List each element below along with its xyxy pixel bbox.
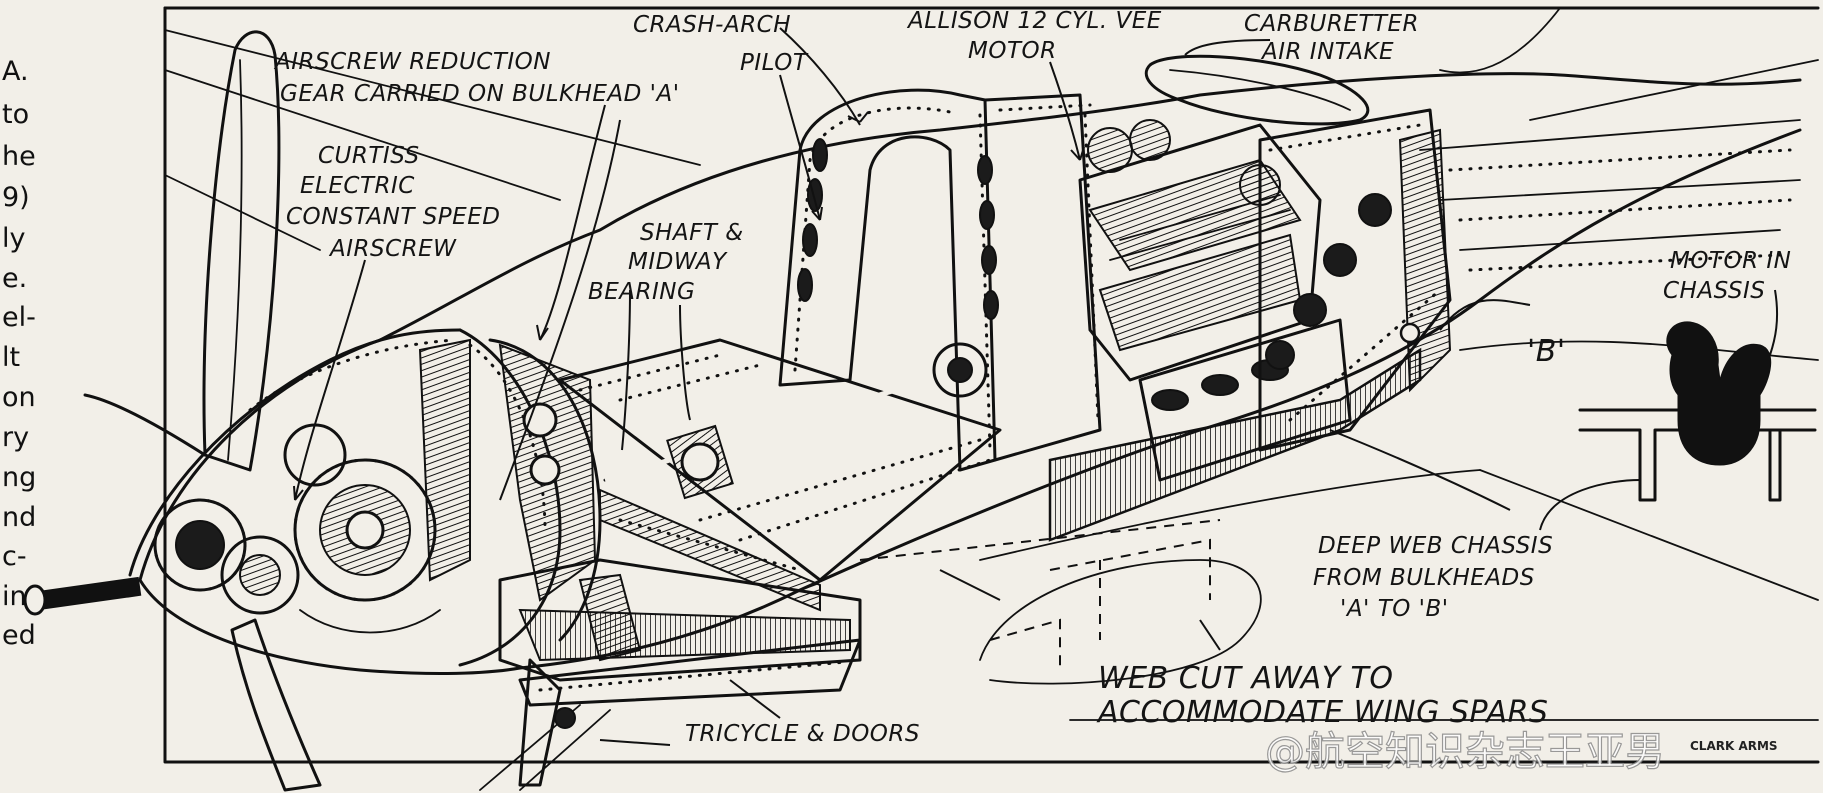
label-pilot: PILOT — [740, 50, 809, 76]
illustration-frame — [163, 6, 1820, 764]
side-text-line: c- — [2, 541, 27, 572]
deep-web-chassis — [1048, 108, 1452, 542]
wing-outline — [164, 7, 1819, 721]
lower-duct — [498, 558, 862, 682]
propeller — [83, 30, 322, 792]
label-carburettor-line2: AIR INTAKE — [1260, 39, 1394, 65]
label-curtiss-line3: CONSTANT SPEED — [286, 204, 500, 230]
side-text-line: el- — [2, 302, 36, 333]
label-bulkhead-b: 'B' — [1527, 334, 1566, 369]
side-text-line: e. — [2, 263, 27, 294]
label-shaft-line2: MIDWAY — [628, 249, 728, 275]
side-text-line: nd — [2, 502, 36, 533]
watermark: @航空知识杂志王亚男 — [1265, 729, 1665, 775]
side-text-column: A. to he 9) ly e. el- lt on ry ng nd c- … — [2, 56, 36, 651]
side-text-line: ly — [2, 223, 26, 254]
side-text-line: in — [2, 581, 27, 612]
tricycle-gear — [479, 638, 862, 791]
bulkhead-a — [488, 338, 602, 642]
label-curtiss-line4: AIRSCREW — [328, 236, 457, 262]
label-motor-chassis-line1: MOTOR IN — [1670, 248, 1791, 274]
drive-shaft — [603, 342, 988, 500]
side-text-line: ng — [2, 462, 36, 493]
artist-credit: CLARK ARMS — [1690, 739, 1778, 753]
callout-labels: CRASH-ARCH ALLISON 12 CYL. VEE MOTOR CAR… — [273, 8, 1791, 747]
side-text-line: 9) — [2, 182, 30, 213]
label-allison-line2: MOTOR — [968, 38, 1057, 64]
label-curtiss-line2: ELECTRIC — [300, 173, 415, 199]
label-deep-web-line1: DEEP WEB CHASSIS — [1318, 533, 1553, 559]
side-text-line: lt — [2, 342, 20, 373]
side-text-line: ed — [2, 620, 36, 651]
label-reduction-line1: AIRSCREW REDUCTION — [273, 49, 551, 75]
label-curtiss-line1: CURTISS — [318, 143, 420, 169]
label-allison-line1: ALLISON 12 CYL. VEE — [906, 8, 1162, 34]
spinner-nose — [23, 328, 562, 667]
carburettor-intake — [1144, 54, 1370, 126]
label-web-cut-line2: ACCOMMODATE WING SPARS — [1096, 695, 1548, 730]
side-text-line: to — [2, 99, 29, 130]
reduction-gear — [153, 338, 471, 634]
side-text-line: A. — [2, 56, 29, 87]
label-motor-chassis-line2: CHASSIS — [1663, 278, 1765, 304]
side-text-line: ry — [2, 422, 29, 453]
motor-in-chassis-inset — [1578, 321, 1817, 502]
side-text-line: he — [2, 141, 36, 172]
side-text-line: on — [2, 382, 36, 413]
label-deep-web-line2: FROM BULKHEADS — [1313, 565, 1535, 591]
label-shaft-line3: BEARING — [588, 279, 695, 305]
label-reduction-line2: GEAR CARRIED ON BULKHEAD 'A' — [280, 81, 680, 107]
label-carburettor-line1: CARBURETTER — [1244, 11, 1419, 37]
chassis-deck — [558, 338, 1002, 612]
leader-lines — [293, 27, 1779, 746]
label-crash-arch: CRASH-ARCH — [633, 12, 791, 38]
label-shaft-line1: SHAFT & — [640, 220, 744, 246]
label-deep-web-line3: 'A' TO 'B' — [1340, 596, 1449, 622]
label-tricycle: TRICYCLE & DOORS — [685, 721, 920, 747]
label-web-cut-line1: WEB CUT AWAY TO — [1098, 661, 1394, 696]
crash-arch — [778, 88, 1102, 472]
wing-spar-cutout — [859, 519, 1262, 685]
